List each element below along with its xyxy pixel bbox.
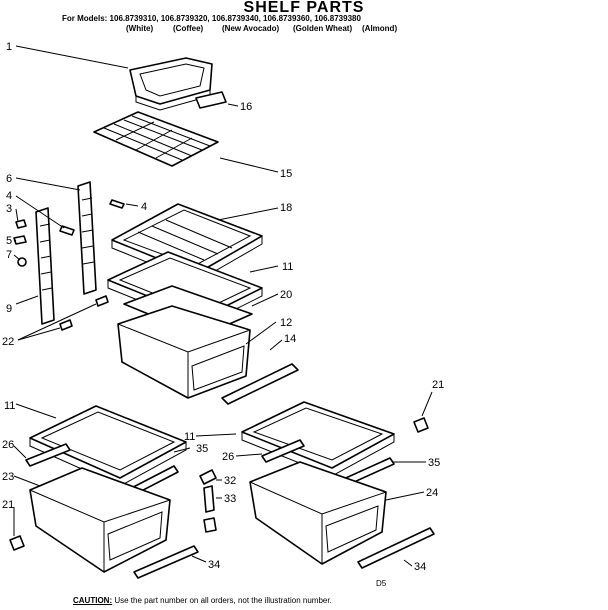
callout-18: 18 (280, 202, 292, 214)
color-coffee: (Coffee) (173, 24, 204, 33)
lower-right-rail-part (261, 439, 305, 463)
callout-35-right: 35 (428, 457, 440, 469)
callout-32: 32 (224, 475, 236, 487)
callout-12: 12 (280, 317, 292, 329)
lower-left-crisper-part (29, 467, 171, 573)
callout-24: 24 (426, 487, 438, 499)
color-golden-wheat: (Golden Wheat) (293, 24, 353, 33)
diagram-code: D5 (376, 579, 387, 588)
callout-7: 7 (6, 249, 12, 261)
upper-crisper-part (117, 305, 251, 399)
callout-labels: 1 16 15 6 4 4 3 5 18 7 11 20 9 12 22 14 … (2, 41, 444, 588)
hardware-parts (13, 199, 125, 331)
caution-label: CAUTION: (73, 596, 113, 605)
dairy-bin-part (129, 57, 213, 111)
color-white: (White) (126, 24, 154, 33)
model-numbers: For Models: 106.8739310, 106.8739320, 10… (62, 14, 361, 23)
color-almond: (Almond) (362, 24, 398, 33)
caution-text: Use the part number on all orders, not t… (112, 596, 332, 605)
lower-left-rail-part (25, 443, 71, 467)
lower-left-roller-part (9, 535, 25, 551)
color-new-avocado: (New Avocado) (222, 24, 280, 33)
callout-11-left: 11 (4, 400, 15, 412)
callout-34-right: 34 (414, 561, 426, 573)
callout-34-left: 34 (208, 559, 220, 571)
callout-21-right: 21 (432, 379, 444, 391)
callout-26-left: 26 (2, 439, 14, 451)
lower-right-cover-part (241, 401, 395, 477)
callout-14: 14 (284, 333, 296, 345)
shelf-ladder-parts (35, 181, 97, 325)
callout-6: 6 (6, 173, 12, 185)
callout-11-center: 11 (184, 431, 195, 443)
callout-5: 5 (6, 235, 12, 247)
wire-shelf-part (93, 111, 219, 167)
callout-4a: 4 (6, 190, 12, 202)
callout-22: 22 (2, 336, 14, 348)
callout-9: 9 (6, 303, 12, 315)
callout-33: 33 (224, 493, 236, 505)
callout-11-top: 11 (282, 261, 293, 273)
diagram-title: SHELF PARTS (243, 0, 365, 16)
lower-left-bottom-trim-part (133, 545, 199, 579)
crisper-trim-part (221, 363, 299, 405)
callout-15: 15 (280, 168, 292, 180)
lower-right-bottom-trim-part (357, 527, 435, 569)
lower-right-crisper-part (249, 461, 387, 565)
callout-4b: 4 (141, 201, 147, 213)
callout-26-right: 26 (222, 451, 234, 463)
leader-lines (13, 45, 433, 567)
clip-part (195, 91, 227, 109)
callout-23: 23 (2, 471, 14, 483)
callout-20: 20 (280, 289, 292, 301)
lower-right-roller-part (413, 417, 429, 433)
center-clip-parts (199, 469, 217, 533)
callout-1: 1 (6, 41, 12, 53)
callout-21-left: 21 (2, 499, 14, 511)
caution-note: CAUTION: Use the part number on all orde… (73, 596, 332, 606)
callout-16: 16 (240, 101, 252, 113)
callout-35-left: 35 (196, 443, 208, 455)
callout-3: 3 (6, 203, 12, 215)
